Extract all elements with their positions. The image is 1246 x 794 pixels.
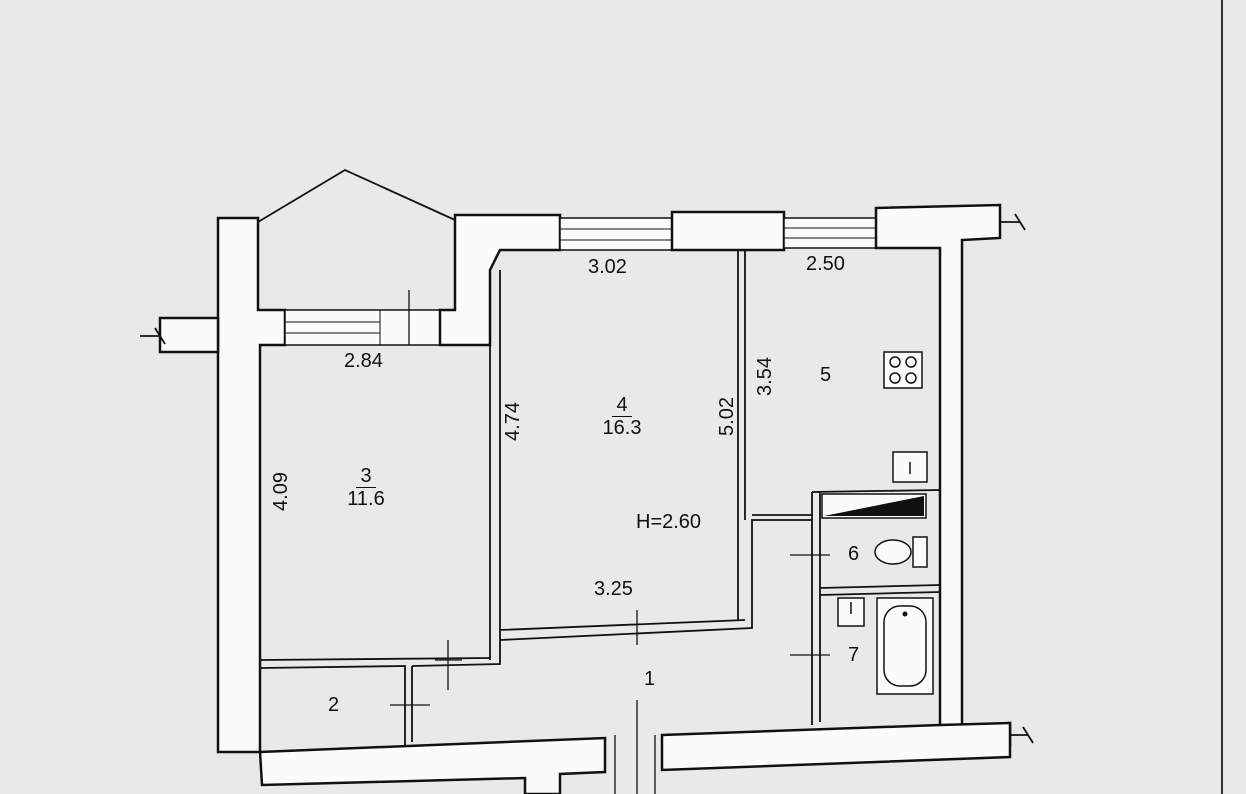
partition-3-4: [489, 270, 501, 660]
dim-room4-left: 4.74: [501, 402, 524, 441]
bathtub-icon: [876, 597, 934, 695]
room-area: 16.3: [602, 417, 642, 439]
wall-pier: [670, 210, 786, 252]
dim-room4-bottom: 3.25: [594, 578, 633, 600]
dim-room4-top: 3.02: [588, 256, 627, 278]
ceiling-height: H=2.60: [636, 511, 702, 533]
wall-center-top: [438, 213, 562, 347]
vent-shaft-icon: [821, 493, 927, 519]
dim-room4-right: 5.02: [715, 397, 738, 436]
dim-room3-left: 4.09: [269, 472, 292, 511]
partition-4-5: [499, 250, 812, 641]
window-room4: [559, 217, 673, 251]
wall-bottom-right: [660, 721, 1012, 772]
window-room5: [783, 217, 877, 249]
room-1-label: 1: [644, 668, 656, 690]
washbasin-icon: [837, 597, 865, 627]
room-4-label: 4 16.3: [594, 394, 650, 440]
window-room3: [284, 309, 441, 346]
room-number: 3: [356, 465, 376, 488]
break-mark-right-top: [1000, 213, 1026, 231]
wall-bottom: [258, 736, 607, 794]
room-6-label: 6: [848, 543, 860, 565]
partition-bathrooms: [811, 489, 941, 725]
stove-icon: [883, 351, 923, 389]
room-2-label: 2: [328, 694, 340, 716]
door-markers: [390, 290, 830, 794]
room-number: 4: [612, 394, 632, 417]
break-mark-left: [140, 327, 166, 345]
wall-stub-left: [158, 316, 220, 354]
room-area: 11.6: [347, 488, 385, 510]
partition-room3-bottom: [259, 640, 501, 745]
break-mark-right-bottom: [1010, 726, 1034, 744]
toilet-icon: [874, 536, 928, 568]
dim-room5-left: 3.54: [753, 357, 776, 396]
room-7-label: 7: [848, 644, 860, 666]
room-5-label: 5: [820, 364, 832, 386]
sink-icon: [892, 451, 928, 483]
dim-room3-top: 2.84: [344, 350, 383, 372]
dim-room5-top: 2.50: [806, 253, 845, 275]
bay-window: [257, 168, 456, 223]
room-3-label: 3 11.6: [338, 465, 394, 511]
